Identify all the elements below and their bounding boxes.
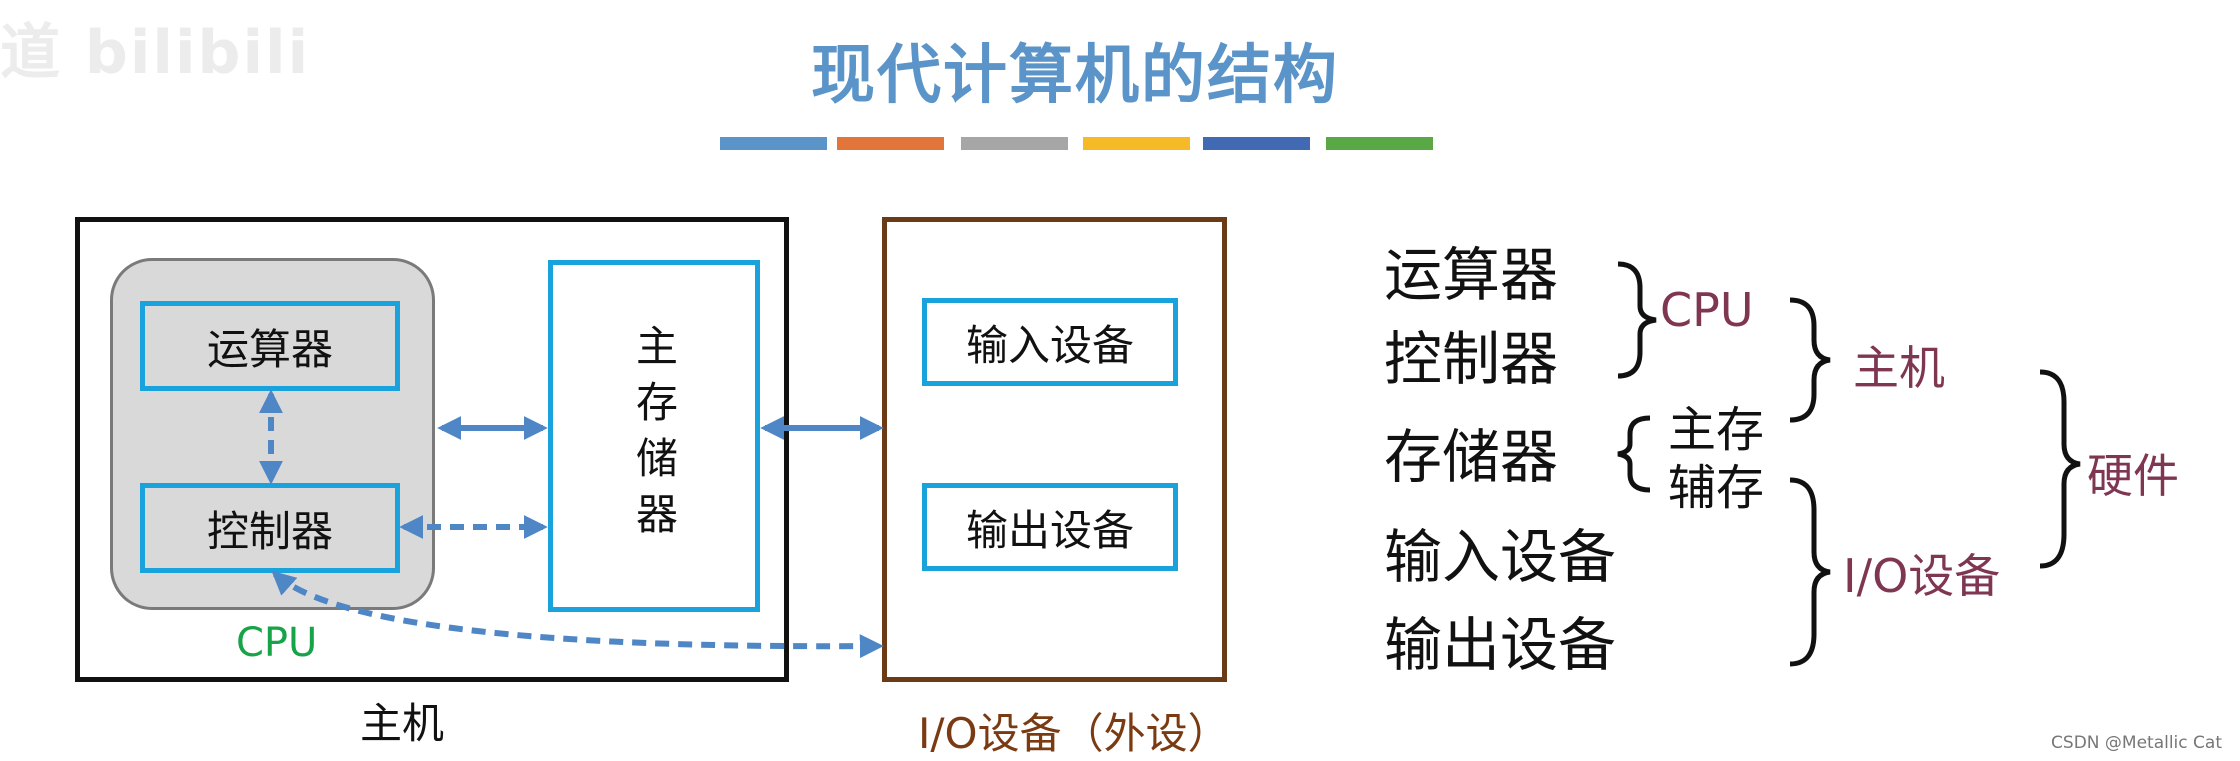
class-main-memory: 主存 xyxy=(1668,402,1765,458)
control-unit-label: 控制器 xyxy=(206,506,333,556)
host-label: 主机 xyxy=(360,699,445,748)
class-hardware: 硬件 xyxy=(2087,449,2179,503)
page-title: 现代计算机的结构 xyxy=(811,39,1339,113)
class-input-device: 输入设备 xyxy=(1384,523,1617,591)
output-device-label: 输出设备 xyxy=(965,505,1134,555)
color-stripe xyxy=(1083,137,1190,150)
alu-box: 运算器 xyxy=(140,301,400,391)
color-stripe xyxy=(961,137,1068,150)
main-memory-box: 主存储器 xyxy=(548,260,760,612)
class-host: 主机 xyxy=(1853,341,1945,395)
control-unit-box: 控制器 xyxy=(140,483,400,573)
storage-brace xyxy=(1617,415,1651,493)
io-brace xyxy=(1789,477,1831,667)
input-device-box: 输入设备 xyxy=(922,298,1178,386)
color-stripe xyxy=(837,137,944,150)
class-cpu: CPU xyxy=(1660,283,1754,337)
class-aux-memory: 辅存 xyxy=(1668,460,1765,516)
host-brace xyxy=(1789,297,1831,423)
class-output-device: 输出设备 xyxy=(1384,611,1617,679)
io-device-box xyxy=(882,217,1227,682)
alu-label: 运算器 xyxy=(206,324,333,374)
color-stripe xyxy=(1203,137,1310,150)
host-box xyxy=(75,217,789,682)
cpu-brace xyxy=(1617,261,1657,379)
watermark: 道 bilibili xyxy=(0,18,311,88)
io-device-label: I/O设备（外设） xyxy=(918,709,1230,758)
class-storage: 存储器 xyxy=(1384,423,1559,491)
class-alu: 运算器 xyxy=(1384,241,1559,309)
input-device-label: 输入设备 xyxy=(965,320,1134,370)
main-memory-label: 主存储器 xyxy=(629,324,679,548)
output-device-box: 输出设备 xyxy=(922,483,1178,571)
credit-text: CSDN @Metallic Cat xyxy=(2051,733,2222,753)
hardware-brace xyxy=(2039,369,2081,569)
class-control-unit: 控制器 xyxy=(1384,325,1559,393)
color-stripe xyxy=(720,137,827,150)
class-io-device: I/O设备 xyxy=(1843,549,2001,603)
color-stripe xyxy=(1326,137,1433,150)
